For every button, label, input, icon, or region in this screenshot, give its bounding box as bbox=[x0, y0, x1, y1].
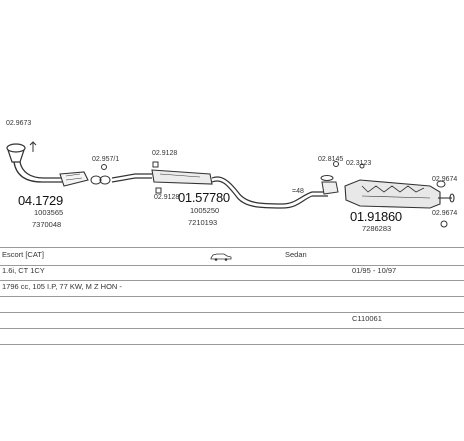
tailpipe bbox=[438, 193, 455, 203]
part-number-01-91860: 01.91860 bbox=[350, 209, 402, 224]
length-label-48: =48 bbox=[292, 188, 304, 195]
table-row: 1796 cc, 105 I.P, 77 KW, M Z HON - bbox=[0, 280, 464, 297]
part-number-04-1729: 04.1729 bbox=[18, 193, 63, 208]
engine-cell: 1.6i, CT 1CY bbox=[2, 266, 45, 275]
ref-1005250: 1005250 bbox=[190, 206, 220, 215]
part-label-02-9674-low: 02.9674 bbox=[432, 210, 458, 217]
table-row: Escort [CAT] Sedan bbox=[0, 247, 464, 266]
model-cell: Escort [CAT] bbox=[2, 250, 44, 259]
arrow-icon bbox=[29, 141, 37, 152]
center-silencer bbox=[151, 169, 213, 185]
table-row: C110061 bbox=[0, 312, 464, 329]
part-label-02-9128-top: 02.9128 bbox=[152, 150, 178, 157]
part-label-02-8145: 02.8145 bbox=[318, 156, 344, 163]
code-cell: C110061 bbox=[352, 314, 382, 323]
part-number-01-57780: 01.57780 bbox=[178, 190, 230, 205]
rear-pipe bbox=[211, 176, 328, 209]
front-pipe-flange bbox=[6, 143, 26, 163]
catalyst-front bbox=[59, 171, 89, 187]
ref-7286283: 7286283 bbox=[362, 224, 392, 233]
exhaust-diagram bbox=[6, 141, 455, 228]
body-type-cell: Sedan bbox=[285, 250, 307, 259]
part-label-02-3123: 02.3123 bbox=[346, 160, 372, 167]
part-label-02-9128-low: 02.9128 bbox=[154, 194, 180, 201]
hanger-rubbers bbox=[359, 163, 448, 228]
part-label-02-9673: 02.9673 bbox=[6, 120, 32, 127]
clamp-ring bbox=[90, 175, 111, 185]
ref-1003565: 1003565 bbox=[34, 208, 64, 217]
car-icon bbox=[210, 253, 232, 261]
part-label-02-957: 02.957/1 bbox=[92, 156, 120, 163]
ref-7210193: 7210193 bbox=[188, 218, 218, 227]
spec-cell: 1796 cc, 105 I.P, 77 KW, M Z HON - bbox=[2, 282, 122, 291]
table-row bbox=[0, 296, 464, 313]
ref-7370048: 7370048 bbox=[32, 220, 62, 229]
table-row bbox=[0, 328, 464, 345]
hanger-icons bbox=[101, 161, 162, 194]
table-row: 1.6i, CT 1CY 01/95 - 10/97 bbox=[0, 264, 464, 281]
front-pipe bbox=[13, 161, 62, 183]
rear-silencer bbox=[344, 179, 441, 209]
part-label-02-9674-top: 02.9674 bbox=[432, 176, 458, 183]
rear-connector bbox=[320, 161, 339, 195]
intermediate-pipe bbox=[111, 173, 152, 183]
years-cell: 01/95 - 10/97 bbox=[352, 266, 397, 275]
